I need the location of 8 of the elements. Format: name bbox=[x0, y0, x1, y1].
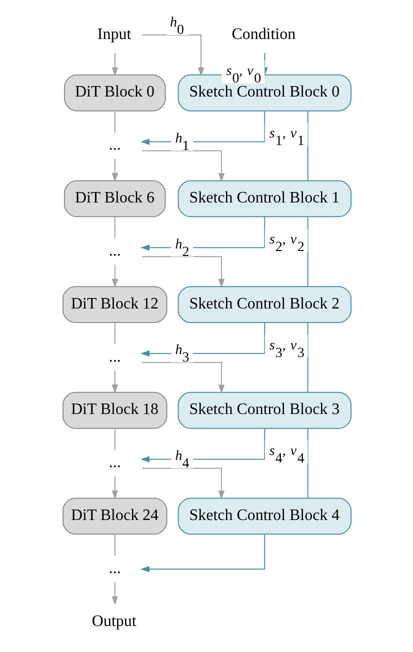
node-text: ... bbox=[108, 454, 120, 472]
node-text: ... bbox=[108, 348, 120, 366]
node-text: Output bbox=[91, 612, 136, 630]
node-text: ... bbox=[108, 560, 120, 577]
node-text: Condition bbox=[231, 26, 296, 43]
node-text: ... bbox=[108, 242, 120, 260]
node-text: ... bbox=[108, 136, 120, 154]
node-text: Input bbox=[96, 26, 131, 43]
